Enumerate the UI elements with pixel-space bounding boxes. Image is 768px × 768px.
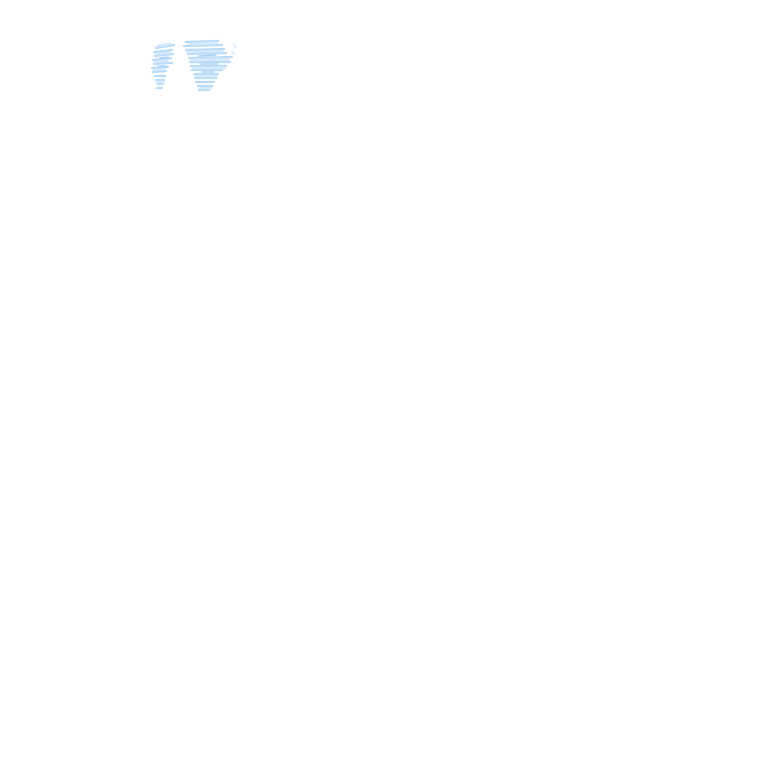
right-scribble-stroke — [182, 39, 237, 92]
left-scribble-stroke — [150, 42, 176, 90]
blue-scribble-drawing — [150, 39, 237, 92]
